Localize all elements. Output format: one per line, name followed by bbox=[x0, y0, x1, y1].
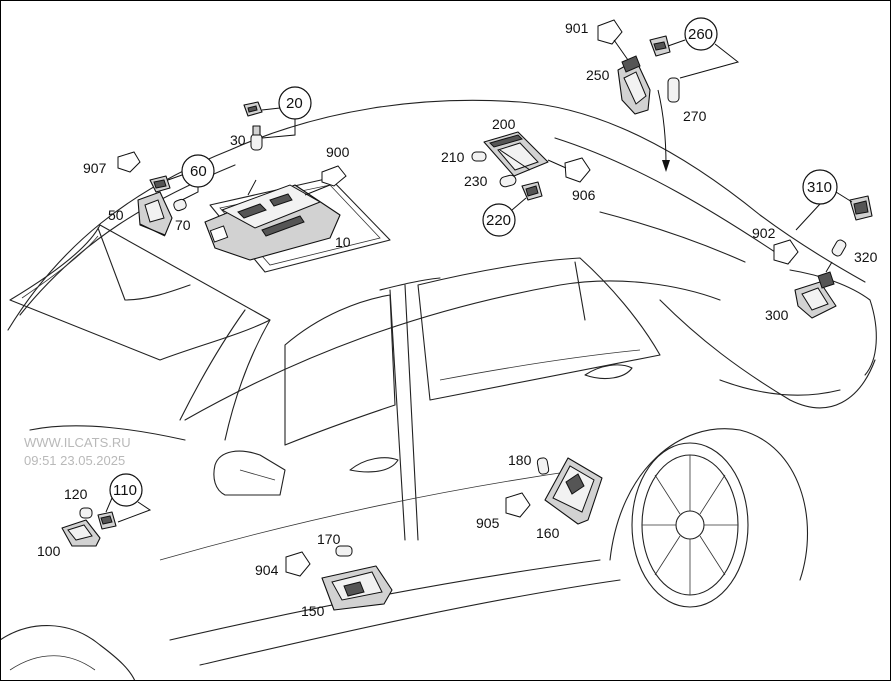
part-70-bulb bbox=[173, 198, 187, 212]
part-310-connector bbox=[849, 195, 873, 221]
label-70: 70 bbox=[175, 217, 191, 233]
part-20-connector bbox=[243, 101, 263, 117]
label-30: 30 bbox=[230, 132, 246, 148]
label-120: 120 bbox=[64, 486, 88, 502]
part-220-connector bbox=[521, 181, 543, 201]
label-907: 907 bbox=[83, 160, 107, 176]
label-180: 180 bbox=[508, 452, 532, 468]
label-310: 310 bbox=[807, 179, 832, 196]
label-906: 906 bbox=[572, 187, 596, 203]
part-300-trunk-lamp bbox=[794, 261, 837, 319]
label-50: 50 bbox=[108, 207, 124, 223]
part-110-connector bbox=[97, 511, 117, 530]
part-210-bulb bbox=[471, 151, 487, 162]
callout-circle-260 bbox=[684, 17, 718, 51]
label-300: 300 bbox=[765, 307, 789, 323]
part-100-footwell-lamp bbox=[61, 519, 101, 547]
label-250: 250 bbox=[586, 67, 610, 83]
label-220: 220 bbox=[486, 212, 511, 229]
part-120-bulb bbox=[79, 507, 93, 519]
label-905: 905 bbox=[476, 515, 500, 531]
label-100: 100 bbox=[37, 543, 61, 559]
label-230: 230 bbox=[464, 173, 488, 189]
part-905-wiring-tag bbox=[505, 492, 531, 518]
label-110: 110 bbox=[113, 482, 137, 499]
part-906-wiring-tag bbox=[564, 157, 591, 183]
label-170: 170 bbox=[317, 531, 341, 547]
label-320: 320 bbox=[854, 249, 878, 265]
part-270-bulb bbox=[667, 77, 680, 103]
part-250-lamp bbox=[617, 55, 651, 115]
part-60-connector bbox=[149, 175, 171, 193]
part-900-wiring-tag bbox=[321, 165, 347, 187]
label-20: 20 bbox=[286, 95, 303, 112]
part-160-door-lamp bbox=[544, 457, 603, 525]
callout-circle-220 bbox=[482, 203, 516, 237]
part-150-door-lamp bbox=[321, 565, 393, 611]
part-260-connector bbox=[649, 35, 671, 57]
watermark-timestamp: 09:51 23.05.2025 bbox=[24, 453, 125, 468]
part-901-wiring-tag bbox=[597, 19, 623, 45]
part-10-overhead-control-panel bbox=[204, 179, 341, 261]
label-200: 200 bbox=[492, 116, 516, 132]
label-10: 10 bbox=[335, 234, 351, 250]
part-30-bulb bbox=[250, 125, 263, 151]
label-260: 260 bbox=[688, 26, 713, 43]
label-160: 160 bbox=[536, 525, 560, 541]
label-210: 210 bbox=[441, 149, 465, 165]
label-150: 150 bbox=[301, 603, 325, 619]
location-arrow bbox=[657, 89, 670, 172]
label-901: 901 bbox=[565, 20, 589, 36]
part-170-bulb bbox=[335, 545, 353, 557]
part-902-wiring-tag bbox=[773, 239, 799, 265]
watermark-site: WWW.ILCATS.RU bbox=[24, 435, 131, 450]
part-200-rear-reading-lamp bbox=[483, 131, 549, 177]
part-50-lamp-housing bbox=[137, 191, 173, 237]
car-body-outline bbox=[0, 99, 877, 681]
label-900: 900 bbox=[326, 144, 350, 160]
part-230-bulb bbox=[499, 174, 517, 188]
part-180-bulb bbox=[536, 457, 550, 475]
callout-circle-110 bbox=[109, 473, 143, 507]
label-60: 60 bbox=[190, 163, 207, 180]
part-904-wiring-tag bbox=[285, 551, 311, 577]
label-902: 902 bbox=[752, 225, 776, 241]
label-270: 270 bbox=[683, 108, 707, 124]
part-907-wiring-tag bbox=[117, 151, 141, 173]
label-904: 904 bbox=[255, 562, 279, 578]
part-320-bulb bbox=[831, 239, 847, 257]
